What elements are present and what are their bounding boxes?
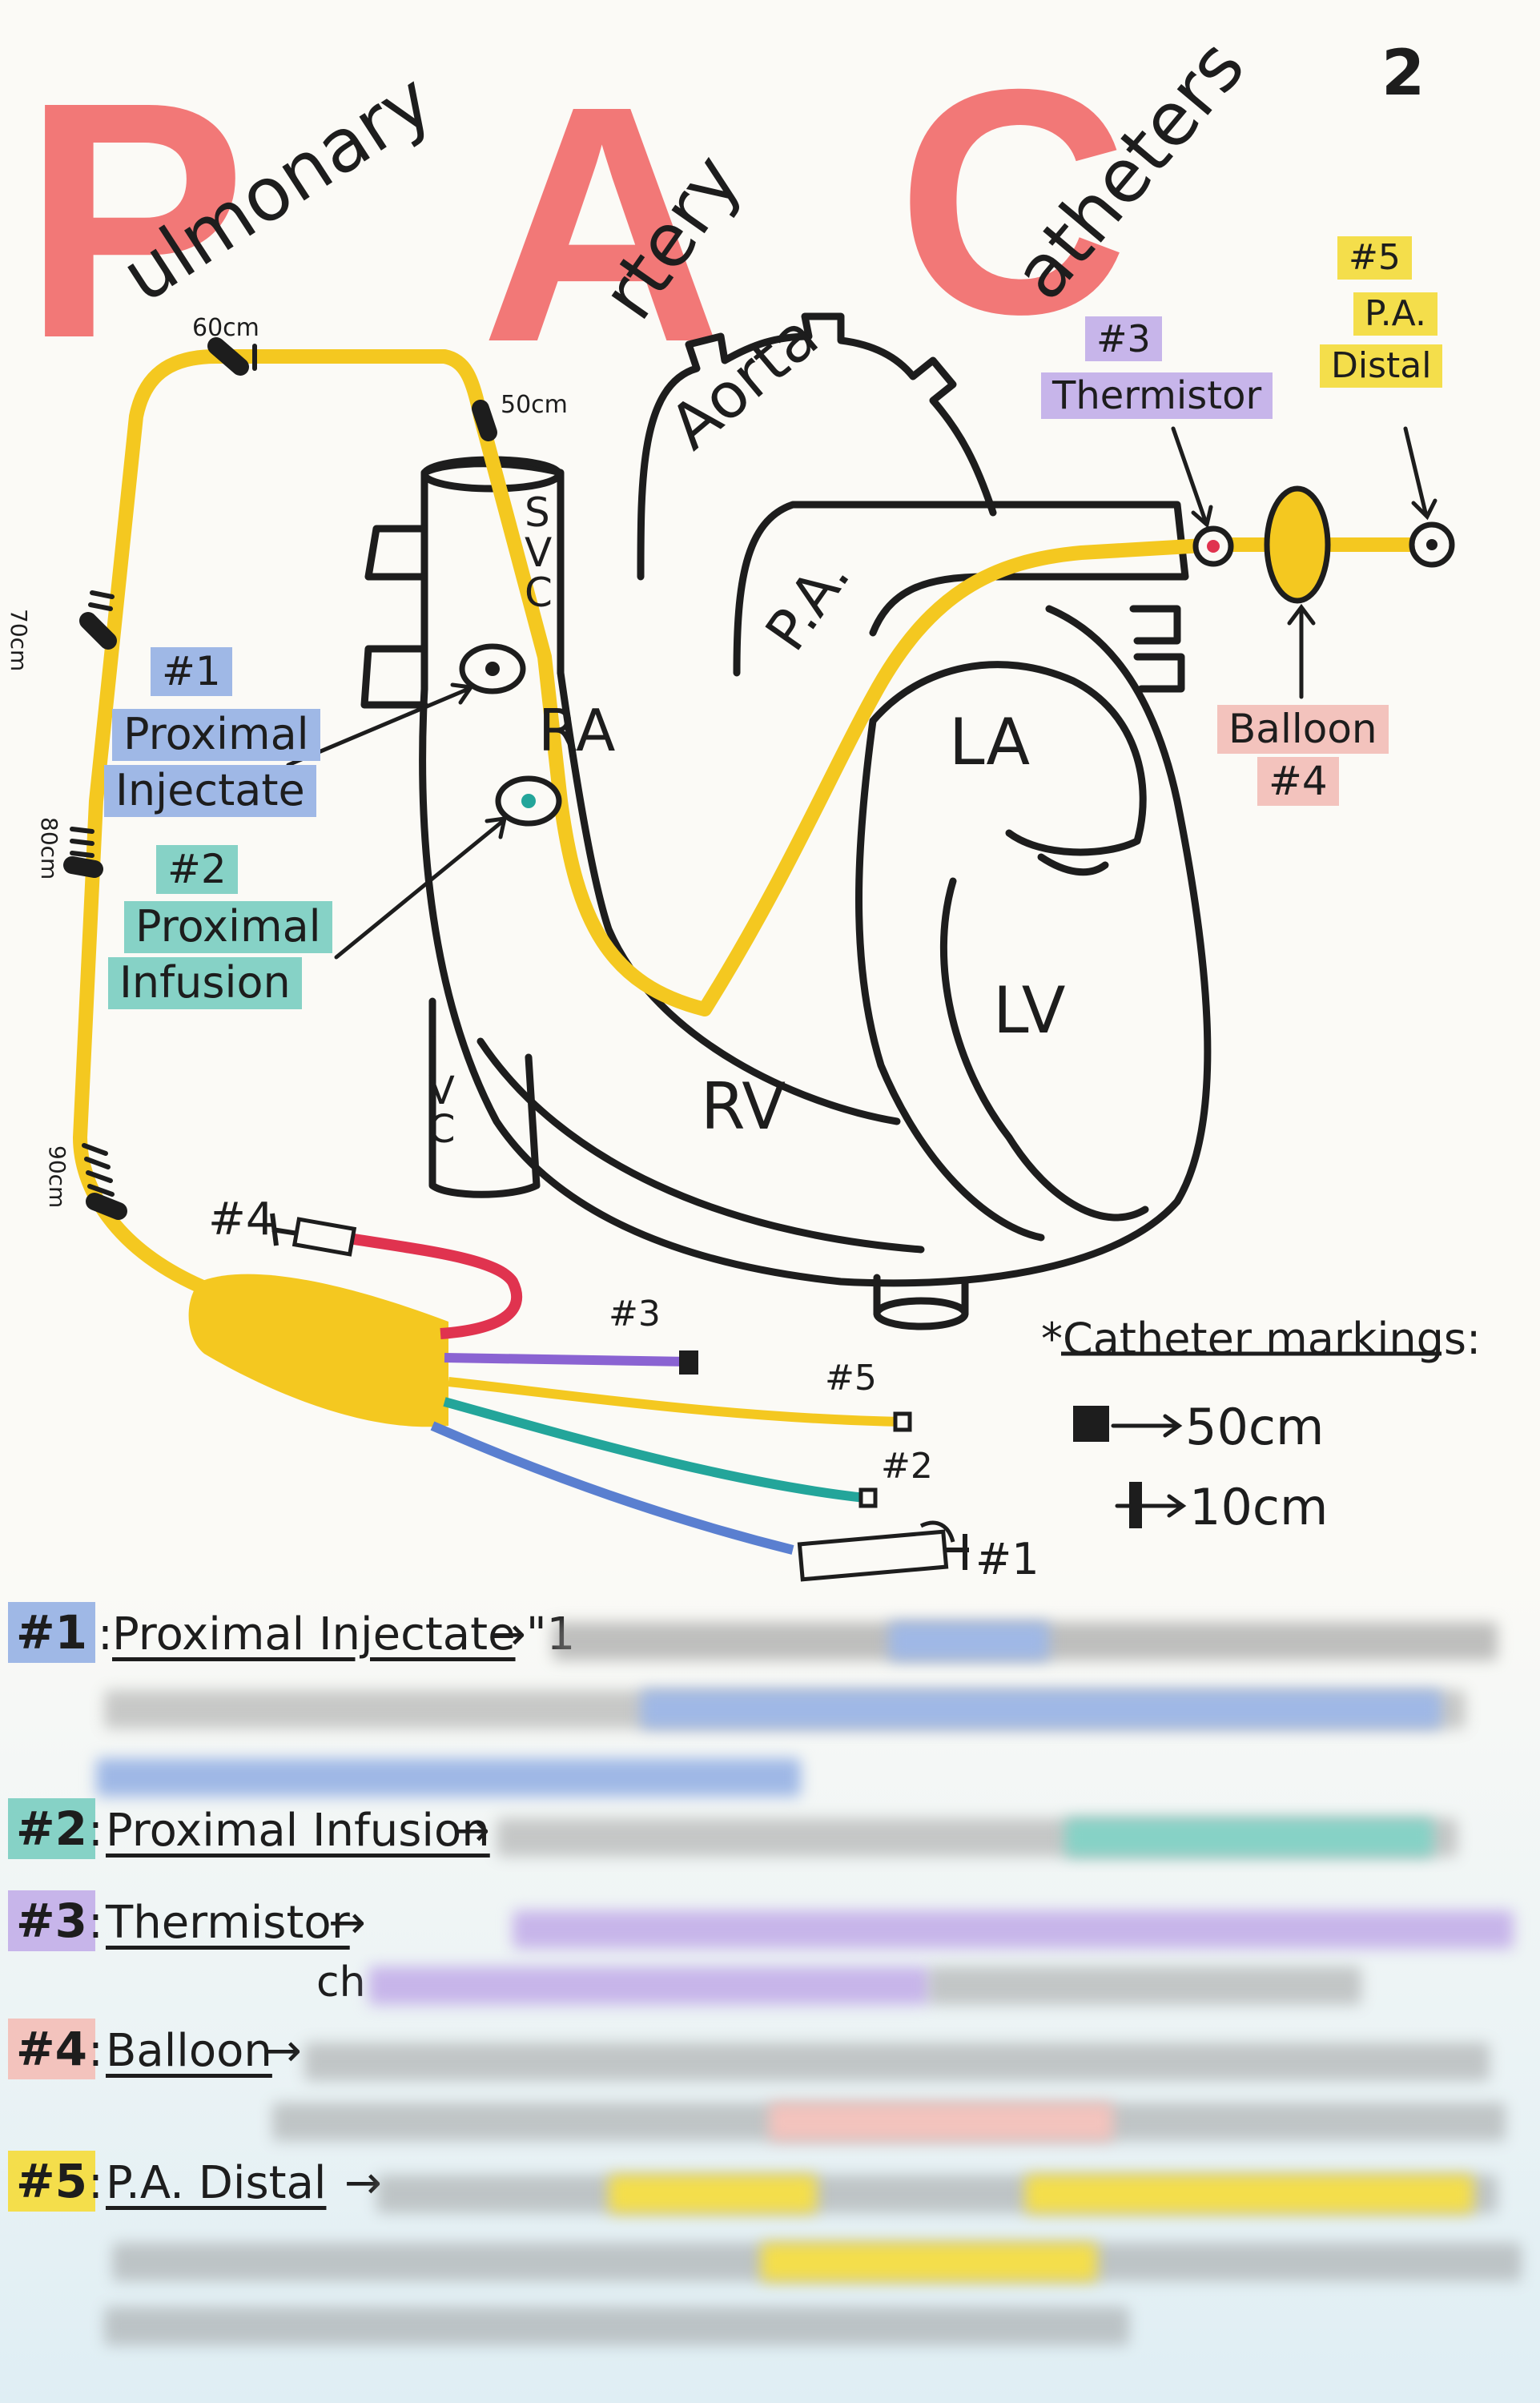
note-5-visible: → <box>344 2157 382 2209</box>
injectate-syringe <box>797 1529 949 1582</box>
label-svc: SVC <box>525 489 553 616</box>
legend-thick-mark-icon <box>1073 1406 1109 1442</box>
catheter-markings <box>63 337 497 1220</box>
heart-outline <box>419 605 1212 1287</box>
port-tag-2: #2 <box>881 1446 933 1487</box>
legend-thin-mark-icon <box>1129 1482 1142 1528</box>
ra-rv-border <box>557 669 901 1125</box>
ivc-vessel <box>428 997 541 1198</box>
la-chamber <box>869 661 1147 856</box>
callout-arrows <box>286 426 1437 1518</box>
label-ivc: IVC <box>428 1030 456 1152</box>
aortic-arch <box>637 312 997 581</box>
catheter-body <box>73 349 1441 1297</box>
callout-1-number: #1 <box>151 647 232 696</box>
label-ra: RA <box>538 697 616 764</box>
right-vessel-stubs <box>1129 605 1185 693</box>
balloon-marker <box>1264 485 1331 604</box>
note-3-tag: #3 <box>8 1890 95 1951</box>
note-2-term: Proximal Infusion <box>106 1805 490 1857</box>
mark-label-70cm: 70cm <box>6 609 32 672</box>
label-rv: RV <box>701 1069 786 1144</box>
lv-chamber <box>939 877 1149 1222</box>
callout-5-line2: Distal <box>1320 344 1443 388</box>
note-3-visible: → <box>328 1897 366 1949</box>
note-4: #4 : Balloon → <box>8 2019 1530 2091</box>
port-tag-5: #5 <box>825 1358 877 1399</box>
note-2-tag: #2 <box>8 1798 95 1859</box>
hub-body <box>188 1274 448 1427</box>
callout-3-number: #3 <box>1085 316 1162 362</box>
septum <box>855 717 1045 1242</box>
note-2-visible: → <box>452 1805 490 1857</box>
port-tag-1: #1 <box>975 1534 1039 1584</box>
callout-1-line1: Proximal <box>112 709 320 761</box>
note-4-tag: #4 <box>8 2019 95 2079</box>
catheter <box>63 337 1455 1297</box>
legend-thin-label: 10cm <box>1189 1478 1329 1536</box>
note-3: #3 : Thermistor → <box>8 1890 1530 1962</box>
catheter-hub <box>188 1213 969 1582</box>
note-3-term: Thermistor <box>106 1897 350 1949</box>
injectate-lumen <box>430 1421 794 1555</box>
mitral-flap <box>1037 853 1109 876</box>
label-la: LA <box>949 705 1031 779</box>
callout-5-number: #5 <box>1337 236 1412 280</box>
infusion-lumen <box>443 1397 866 1503</box>
legend-title: *Catheter markings: <box>1041 1314 1482 1364</box>
rv-inner <box>476 1037 925 1254</box>
callout-2-line1: Proximal <box>124 901 332 953</box>
callout-4-text: Balloon <box>1217 705 1389 754</box>
note-5-term: P.A. Distal <box>106 2157 327 2209</box>
page-number: 2 <box>1381 38 1425 110</box>
note-1-tag: #1 <box>8 1602 95 1663</box>
callout-2-number: #2 <box>156 845 238 894</box>
distal-lumen <box>448 1377 902 1427</box>
port-tag-3: #3 <box>609 1294 661 1334</box>
note-5: #5 : P.A. Distal → <box>8 2151 1530 2223</box>
note-1: #1 : Proximal Injectate →"1 <box>8 1602 1530 1674</box>
note-4-term: Balloon <box>106 2025 272 2077</box>
title: P ulmonary A rtery C atheters 2 <box>22 22 1425 413</box>
ra-ports <box>459 643 562 827</box>
title-letter-a: A <box>480 37 723 413</box>
callout-5-line1: P.A. <box>1353 292 1437 336</box>
mark-label-80cm: 80cm <box>36 817 62 880</box>
bottom-vessel <box>873 1297 969 1330</box>
label-lv: LV <box>993 973 1066 1048</box>
note-2: #2 : Proximal Infusion → <box>8 1798 1530 1870</box>
thermistor-lumen <box>444 1353 690 1367</box>
legend-thick-label: 50cm <box>1185 1398 1325 1456</box>
port-tag-4: #4 <box>208 1193 275 1246</box>
note-4-visible: → <box>264 2025 302 2077</box>
note-3-fragment: ch <box>316 1958 366 2007</box>
left-vessel-stubs <box>360 525 428 709</box>
mark-label-50cm: 50cm <box>501 391 568 419</box>
note-5-tag: #5 <box>8 2151 95 2212</box>
callout-1-line2: Injectate <box>104 765 316 817</box>
balloon-lumen <box>343 1232 523 1339</box>
callout-3-text: Thermistor <box>1041 372 1273 420</box>
callout-2-line2: Infusion <box>108 957 302 1009</box>
mark-label-60cm: 60cm <box>192 314 259 342</box>
callout-4-number: #4 <box>1257 757 1339 806</box>
note-1-term: Proximal Injectate <box>112 1608 516 1660</box>
mark-label-90cm: 90cm <box>44 1145 70 1209</box>
pulmonary-artery <box>733 501 1189 677</box>
balloon-syringe <box>292 1217 357 1257</box>
